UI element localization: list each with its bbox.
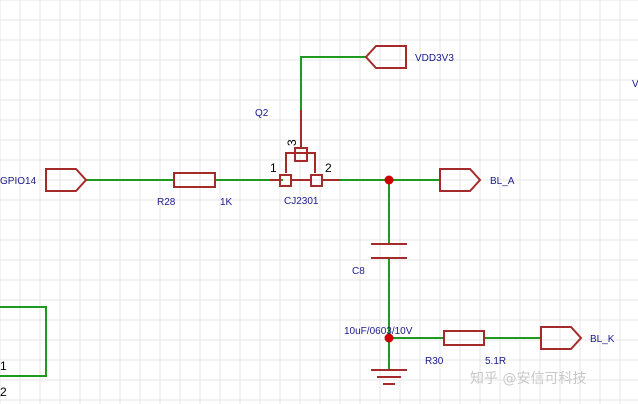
c8-value: 10uF/0603/10V (344, 326, 413, 337)
wires (0, 56, 541, 377)
bl-k-port[interactable] (540, 326, 583, 350)
c8-ref: C8 (352, 266, 365, 277)
r28-value: 1K (220, 197, 233, 208)
r28-resistor[interactable] (173, 172, 216, 188)
bl-k-label: BL_K (590, 334, 615, 345)
q2-transistor[interactable] (270, 110, 340, 187)
wire-vdd (300, 56, 366, 110)
bl-a-port[interactable] (439, 168, 482, 192)
gpio14-label: GPIO14 (0, 176, 37, 187)
junction-bl-a (384, 175, 394, 185)
left-pin-1: 1 (0, 359, 7, 373)
r30-ref: R30 (425, 356, 444, 367)
left-pin-2: 2 (0, 385, 7, 399)
vdd3v3-port[interactable] (364, 45, 407, 69)
wire-left-box (0, 306, 47, 377)
junction-bl-k (384, 333, 394, 343)
q2-ref: Q2 (255, 108, 269, 119)
q2-pin3: 3 (285, 139, 299, 146)
q2-pin1: 1 (270, 161, 277, 175)
c8-capacitor[interactable] (371, 243, 407, 259)
q2-pin2: 2 (325, 161, 332, 175)
r30-value: 5.1R (485, 356, 506, 367)
r30-resistor[interactable] (443, 330, 485, 346)
components (45, 45, 583, 385)
q2-part: CJ2301 (284, 196, 319, 207)
gpio14-port[interactable] (45, 168, 88, 192)
watermark: 知乎 @安信可科技 (470, 370, 586, 387)
edge-label: V (632, 79, 638, 90)
bl-a-label: BL_A (490, 176, 515, 187)
vdd3v3-label: VDD3V3 (415, 53, 454, 64)
ground-symbol[interactable] (371, 369, 407, 385)
r28-ref: R28 (157, 197, 176, 208)
